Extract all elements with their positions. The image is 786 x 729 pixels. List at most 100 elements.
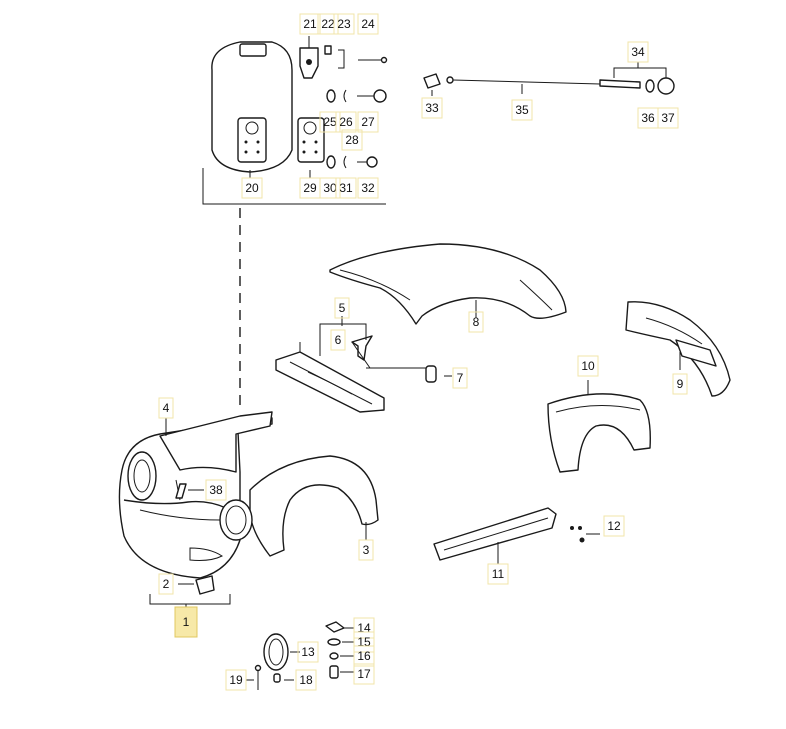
callout-37[interactable]: 37 [657,107,679,129]
front-bracket-small[interactable] [149,575,231,605]
callout-box [295,669,317,691]
callout-box [317,13,339,35]
roof-panel[interactable] [329,243,567,325]
callout-2[interactable]: 2 [158,573,174,595]
callout-box [357,177,379,199]
callout-number: 23 [337,17,351,31]
callout-8[interactable]: 8 [468,311,484,333]
callout-number: 6 [335,333,342,347]
callout-box [357,13,379,35]
callout-28[interactable]: 28 [341,129,363,151]
callout-35[interactable]: 35 [511,99,533,121]
callout-number: 33 [425,101,439,115]
callout-box [487,563,509,585]
callout-11[interactable]: 11 [487,563,509,585]
hinge-hardware-lower[interactable] [326,155,378,169]
callout-box [627,41,649,63]
release-cable[interactable] [423,67,675,95]
callout-box [333,13,355,35]
callout-18[interactable]: 18 [295,669,317,691]
callout-box [330,329,346,351]
hinge-hardware-upper[interactable] [326,89,387,103]
callout-box [657,107,679,129]
screw-and-nut[interactable] [246,664,294,691]
callout-20[interactable]: 20 [241,177,263,199]
callout-number: 5 [339,301,346,315]
group-bracket-top [202,168,386,410]
front-crossmember[interactable] [275,342,385,413]
callout-33[interactable]: 33 [421,97,443,119]
callout-36[interactable]: 36 [637,107,659,129]
callout-21[interactable]: 21 [299,13,321,35]
callout-number: 17 [357,667,371,681]
callout-32[interactable]: 32 [357,177,379,199]
callout-box [297,641,319,663]
callout-number: 4 [163,401,170,415]
callout-24[interactable]: 24 [357,13,379,35]
callout-number: 21 [303,17,317,31]
front-fender[interactable] [219,455,379,557]
callout-13[interactable]: 13 [297,641,319,663]
lid-lock[interactable] [299,36,319,79]
front-body-section[interactable] [118,411,273,579]
callout-17[interactable]: 17 [353,663,375,685]
callout-box [205,479,227,501]
rocker-fasteners[interactable] [570,526,600,543]
callout-29[interactable]: 29 [299,177,321,199]
callout-27[interactable]: 27 [357,111,379,133]
callout-box [452,367,468,389]
callout-box [158,397,174,419]
callout-34[interactable]: 34 [627,41,649,63]
callout-number: 36 [641,111,655,125]
callout-box [511,99,533,121]
callout-number: 13 [301,645,315,659]
fuel-tank-lid[interactable] [211,41,293,173]
callout-1[interactable]: 1 [174,606,198,638]
callout-number: 20 [245,181,259,195]
callout-number: 22 [321,17,335,31]
callout-3[interactable]: 3 [358,539,374,561]
headlight-ring[interactable] [263,633,300,671]
callout-19[interactable]: 19 [225,669,247,691]
callout-31[interactable]: 31 [335,177,357,199]
crossmember-bracket[interactable] [319,323,373,369]
callout-number: 35 [515,103,529,117]
callout-number: 7 [457,371,464,385]
front-clip[interactable] [175,483,204,499]
rocker-panel[interactable] [433,507,557,564]
callout-box [577,355,599,377]
callout-4[interactable]: 4 [158,397,174,419]
rear-valance[interactable] [625,301,731,397]
callout-number: 24 [361,17,375,31]
lid-hinge[interactable] [297,117,325,163]
callout-16[interactable]: 16 [353,645,375,667]
callout-number: 16 [357,649,371,663]
callout-number: 27 [361,115,375,129]
callout-25[interactable]: 25 [319,111,341,133]
callout-30[interactable]: 30 [319,177,341,199]
callout-box [341,129,363,151]
crossmember-bolt[interactable] [366,365,452,383]
callout-10[interactable]: 10 [577,355,599,377]
callout-23[interactable]: 23 [333,13,355,35]
callout-box [319,111,341,133]
callout-12[interactable]: 12 [603,515,625,537]
callout-box [421,97,443,119]
lock-small-parts[interactable] [324,45,388,69]
rear-quarter-panel[interactable] [547,380,651,473]
callout-box [353,663,375,685]
callout-6[interactable]: 6 [330,329,346,351]
callout-number: 15 [357,635,371,649]
callout-number: 11 [492,567,505,581]
callout-26[interactable]: 26 [335,111,357,133]
callout-5[interactable]: 5 [334,297,350,319]
callout-number: 3 [363,543,370,557]
callout-box [335,111,357,133]
mounting-hardware[interactable] [325,621,354,679]
callout-number: 12 [607,519,621,533]
callout-38[interactable]: 38 [205,479,227,501]
callout-box [335,177,357,199]
callout-22[interactable]: 22 [317,13,339,35]
callout-9[interactable]: 9 [672,373,688,395]
callout-7[interactable]: 7 [452,367,468,389]
